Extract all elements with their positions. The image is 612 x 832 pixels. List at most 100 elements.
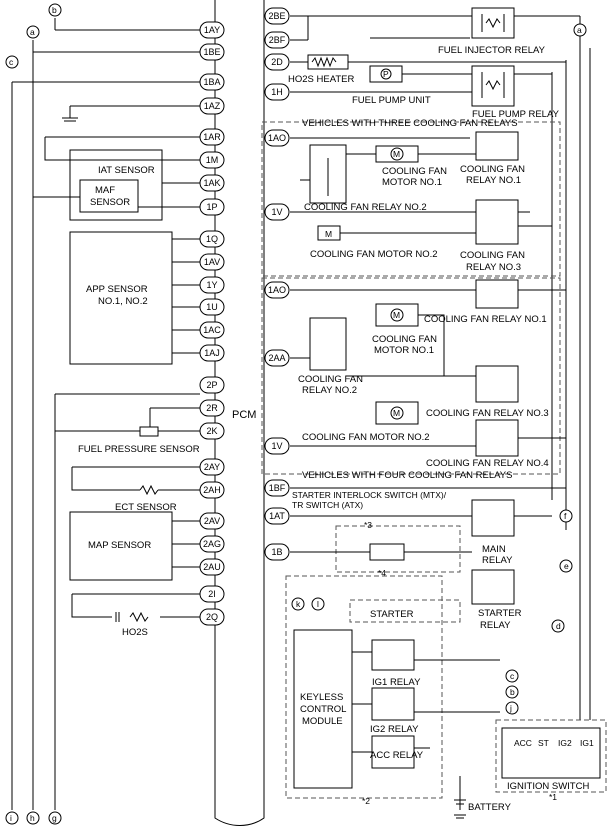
right-pin: 2D (264, 53, 290, 71)
left-pin: 1AZ (199, 97, 225, 115)
svg-text:2BF: 2BF (269, 35, 286, 45)
app-sensor-box (69, 231, 173, 365)
left-pin: 1Q (199, 230, 225, 248)
svg-text:1Y: 1Y (206, 280, 217, 290)
svg-text:g: g (52, 813, 57, 823)
connector-a-right: a (573, 23, 587, 37)
fan-relay-3-box (475, 199, 519, 245)
left-pin: 2AH (199, 481, 225, 499)
svg-text:M: M (325, 229, 332, 239)
fan-motor-2-label: COOLING FAN MOTOR NO.2 (310, 249, 438, 260)
svg-text:1AC: 1AC (203, 325, 221, 335)
right-pin: 1BF (264, 479, 290, 497)
ig1-relay-box (371, 639, 415, 671)
three-fan-relay-group (261, 121, 561, 277)
fuel-pressure-sensor-label: FUEL PRESSURE SENSOR (78, 444, 200, 455)
svg-text:1AZ: 1AZ (204, 101, 221, 111)
svg-text:2AV: 2AV (204, 516, 220, 526)
maf-label-2: SENSOR (90, 197, 130, 208)
fuel-pump-relay-box (471, 65, 515, 107)
keyless-label: KEYLESS (300, 692, 343, 703)
main-relay-label-2: RELAY (482, 555, 513, 566)
app-sensor-label-2: NO.1, NO.2 (98, 296, 148, 307)
fuel-pump-relay-label: FUEL PUMP RELAY (472, 109, 560, 120)
four-motor-2-label: COOLING FAN MOTOR NO.2 (302, 432, 430, 443)
svg-text:l: l (317, 599, 319, 609)
svg-text:2AG: 2AG (203, 539, 221, 549)
ho2s-label: HO2S (122, 627, 148, 638)
fan-relay-1-label: COOLING FAN (460, 164, 525, 175)
four-relay-4-box (475, 419, 519, 457)
acc-relay-box (371, 735, 415, 769)
svg-text:1H: 1H (271, 87, 283, 97)
svg-text:1BA: 1BA (203, 77, 220, 87)
starter-switch-icon (369, 543, 405, 561)
svg-text:M: M (393, 310, 400, 320)
iat-sensor-label: IAT SENSOR (98, 165, 155, 176)
starter-switch-label-2: TR SWITCH (ATX) (292, 500, 363, 510)
left-pin: 1AV (199, 253, 225, 271)
ignition-pos-st: ST (538, 738, 549, 748)
svg-text:1AT: 1AT (269, 511, 285, 521)
svg-text:1BF: 1BF (269, 483, 286, 493)
svg-text:2AY: 2AY (204, 462, 220, 472)
battery-icon (454, 814, 466, 819)
svg-text:1BE: 1BE (203, 47, 220, 57)
pcm-body (214, 0, 265, 826)
four-fan-relay-group (261, 277, 561, 475)
svg-text:2AA: 2AA (268, 353, 285, 363)
pcm-label: PCM (232, 409, 256, 421)
svg-text:2I: 2I (208, 589, 216, 599)
right-pin: 1AO (264, 129, 290, 147)
svg-text:M: M (393, 408, 400, 418)
keyless-module-box (293, 629, 353, 789)
svg-text:2BE: 2BE (268, 11, 285, 21)
keyless-label-2: CONTROL (300, 704, 346, 715)
fan-motor-1-label: COOLING FAN (382, 166, 447, 177)
right-pin: 1AT (264, 507, 290, 525)
connector-d: d (551, 619, 565, 633)
ignition-switch-label: IGNITION SWITCH (507, 781, 589, 792)
ig2-relay-label: IG2 RELAY (370, 724, 419, 735)
left-pin: 2AU (199, 558, 225, 576)
fan-motor-1-label-2: MOTOR NO.1 (382, 177, 442, 188)
ground-icon (62, 117, 78, 122)
svg-text:b: b (52, 5, 57, 15)
right-pin: 2AA (264, 349, 290, 367)
svg-text:2R: 2R (206, 403, 218, 413)
left-pin: 1U (199, 298, 225, 316)
left-pin: 2R (199, 399, 225, 417)
svg-text:1AJ: 1AJ (204, 348, 220, 358)
left-pin: 2P (199, 376, 225, 394)
ect-sensor-label: ECT SENSOR (115, 502, 177, 513)
right-pin: 1B (264, 543, 290, 561)
connector-l: l (311, 597, 325, 611)
four-relay-3-label: COOLING FAN RELAY NO.3 (426, 408, 549, 419)
left-pin: 1AC (199, 321, 225, 339)
keyless-label-3: MODULE (302, 716, 343, 727)
maf-sensor-box (79, 179, 139, 213)
note-3: *3 (364, 520, 372, 530)
four-relay-2-label-2: RELAY NO.2 (302, 385, 357, 396)
svg-text:2Q: 2Q (206, 612, 218, 622)
map-sensor-label: MAP SENSOR (88, 540, 151, 551)
svg-text:1AO: 1AO (268, 133, 286, 143)
connector-h: h (26, 811, 40, 825)
svg-text:a: a (30, 27, 35, 37)
svg-text:a: a (577, 25, 582, 35)
keyless-group (285, 575, 443, 799)
connector-i: i (5, 811, 19, 825)
right-pin: 1AO (264, 281, 290, 299)
svg-text:k: k (296, 599, 301, 609)
svg-text:1AR: 1AR (203, 132, 221, 142)
four-relay-3-box (475, 365, 519, 403)
connector-e: e (559, 559, 573, 573)
ho2s-element-icon (115, 611, 149, 623)
fuel-pressure-sensor-icon (139, 426, 159, 437)
four-relay-1-label: COOLING FAN RELAY NO.1 (424, 314, 547, 325)
fuel-injector-relay-box (471, 7, 515, 39)
left-pin: 1AY (199, 21, 225, 39)
ignition-pos-acc: ACC (514, 738, 532, 748)
